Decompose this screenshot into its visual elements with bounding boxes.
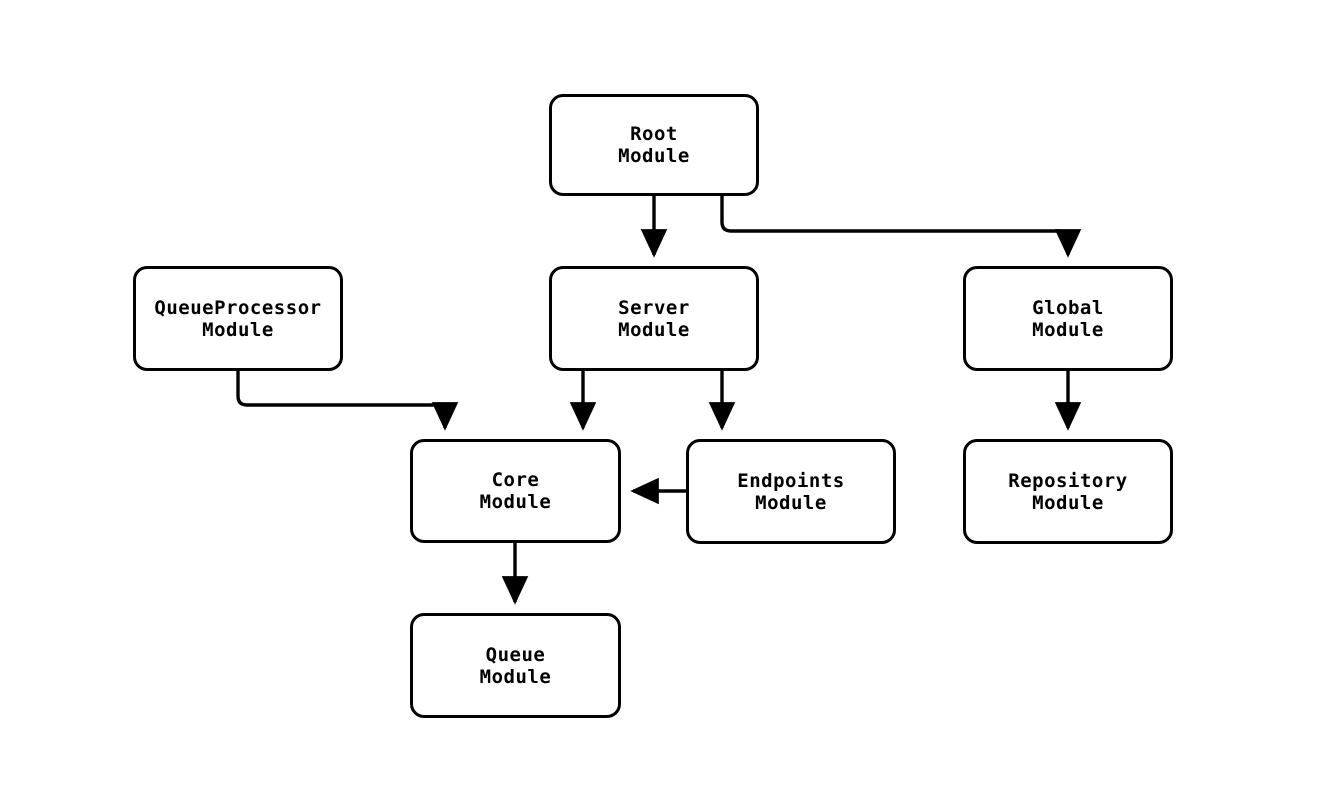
edge-queueprocessor-to-core xyxy=(236,371,459,431)
edge-root-to-global xyxy=(720,196,1082,258)
